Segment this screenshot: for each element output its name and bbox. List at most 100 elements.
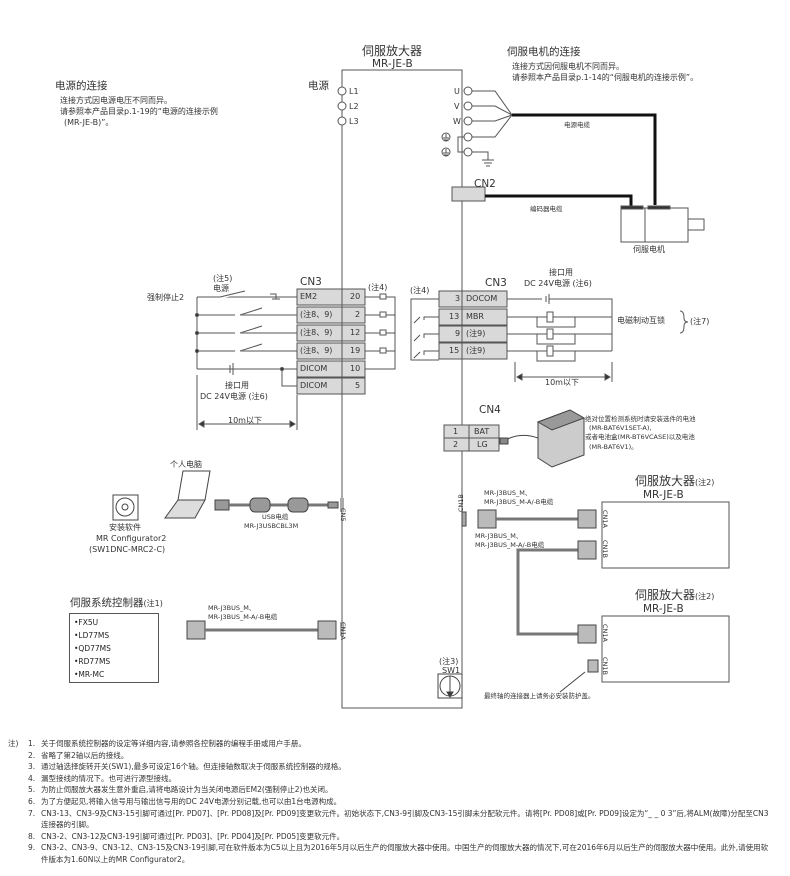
brake-interlock-label: 电磁制动互锁 [617, 316, 665, 325]
axis2-note: (注2) [695, 478, 715, 487]
terminal-u-label: U [454, 87, 460, 96]
axis2-cable-label: MR-J3BUS_M、 [484, 489, 532, 497]
cn4-pin: 2 [453, 440, 459, 449]
terminal-pe1 [463, 132, 473, 142]
cn5-port [340, 498, 344, 512]
usb-cable [214, 497, 339, 513]
footnote-num: 2. [28, 750, 36, 760]
axis3-cn1a-label: CN1A [601, 624, 609, 642]
laptop-icon [164, 470, 211, 519]
axis3-model: MR-JE-B [643, 603, 684, 615]
main-cn1b-label: CN1B [457, 494, 465, 512]
distance-right-label: 10m以下 [545, 378, 579, 387]
terminal-w [463, 116, 473, 126]
cn4-signal: BAT [474, 427, 490, 436]
amplifier-model: MR-JE-B [372, 58, 413, 70]
footnote: 5. 为防止伺服放大器发生意外重启,请将电路设计为当关闭电源后EM2(强制停止2)… [8, 784, 771, 796]
servo-motor-icon [620, 205, 705, 243]
cn1a-main-label: CN1A [339, 622, 347, 640]
terminal-l2 [337, 101, 347, 111]
cn3r-pin: 9 [455, 329, 461, 338]
battery-note: 绝对位置检测系统时请安装选件的电池 [585, 415, 696, 423]
terminal-u [463, 86, 473, 96]
cn3-signal: DICOM [300, 381, 328, 390]
cn2-connector [451, 186, 486, 202]
controller-cable-label: MR-J3BUS_M、 [208, 604, 256, 612]
motor-connection-heading: 伺服电机的连接 [507, 46, 581, 58]
axis2-cable-label: MR-J3BUS_M-A/-B电缆 [484, 498, 554, 506]
sw1-rotary-switch-icon [437, 673, 463, 699]
power-label: 电源 [308, 80, 329, 92]
software-label: 安装软件 [109, 523, 141, 532]
footnote-text: 为了方便起见,将输入信号用与输出信号用的DC 24V电源分别记载,也可以由1台电… [41, 796, 342, 806]
cn3r-pin: 13 [449, 312, 460, 321]
axis2-cn1a-label: CN1A [601, 510, 609, 528]
cn3-signal: (注8、9) [300, 328, 333, 337]
battery-icon [499, 409, 586, 468]
axis2-cable2-label: MR-J3BUS_M-A/-B电缆 [475, 541, 545, 549]
controller-heading: 伺服系统控制器(注1) [70, 597, 163, 609]
footnote-text: 为防止伺服放大器发生意外重启,请将电路设计为当关闭电源后EM2(强制停止2)也关… [41, 785, 333, 795]
cn3-signal: DICOM [300, 364, 328, 373]
cn3-power-label: 电源 [213, 284, 229, 293]
footnote-text: CN3-2、CN3-9、CN3-12、CN3-15及CN3-19引脚,可在软件版… [41, 843, 769, 864]
controller-item: •QD77MS [74, 644, 111, 653]
terminal-l2-label: L2 [349, 102, 359, 111]
ground-icon [441, 147, 451, 157]
pc-label: 个人电脑 [170, 460, 202, 469]
footnotes: 注)1.关于伺服系统控制器的设定等详细内容,请参照各控制器的编程手册或用户手册。… [8, 738, 771, 866]
terminal-w-label: W [453, 117, 461, 126]
end-cap-note: 最终轴的连接器上请务必安装防护盖。 [484, 692, 595, 700]
note4-left-label: (注4) [368, 283, 388, 292]
sw1-label: SW1 [442, 666, 461, 675]
axis2-title: 伺服放大器(注2) [635, 474, 715, 489]
footnote-text: CN3-2、CN3-12及CN3-19引脚可通过[Pr. PD03]、[Pr. … [41, 831, 345, 841]
encoder-cable-label: 编码器电缆 [530, 205, 563, 213]
footnote: 8.CN3-2、CN3-12及CN3-19引脚可通过[Pr. PD03]、[Pr… [8, 831, 771, 843]
footnote: 注)1.关于伺服系统控制器的设定等详细内容,请参照各控制器的编程手册或用户手册。 [8, 738, 771, 750]
footnote: 6.为了方便起见,将输入信号用与输出信号用的DC 24V电源分别记载,也可以由1… [8, 796, 771, 808]
power-line: (MR-JE-B)”。 [64, 118, 114, 127]
footnote-num: 4. [28, 773, 36, 783]
controller-item: •LD77MS [74, 631, 110, 640]
cn1b-cable [461, 509, 599, 673]
cn3-left-table [296, 288, 366, 395]
cn3-pin: 5 [355, 381, 361, 390]
axis3-amplifier-box [601, 615, 730, 683]
controller-item: •RD77MS [74, 657, 111, 666]
cn3-left-label: CN3 [300, 276, 322, 288]
encoder-cable [485, 194, 633, 207]
cn3-signal: (注8、9) [300, 310, 333, 319]
cn3r-signal: DOCOM [466, 294, 498, 303]
axis2-model: MR-JE-B [643, 489, 684, 501]
footnote: 9. CN3-2、CN3-9、CN3-12、CN3-15及CN3-19引脚,可在软… [8, 842, 771, 865]
cn3-pin: 19 [350, 346, 361, 355]
servo-motor-label: 伺服电机 [633, 245, 665, 254]
cn3r-signal: (注9) [466, 346, 486, 355]
power-cable-label: 电源电缆 [564, 121, 590, 129]
supply-label-left: 接口用 [225, 381, 249, 390]
footnote-num: 5. [28, 785, 36, 795]
ground-icon [441, 132, 451, 142]
terminal-pe2 [463, 147, 473, 157]
controller-note: (注1) [143, 599, 163, 608]
cd-icon [112, 494, 139, 521]
supply-label-right: 接口用 [549, 268, 573, 277]
forced-stop-label: 强制停止2 [147, 293, 185, 302]
controller-list: •FX5U •LD77MS •QD77MS •RD77MS •MR-MC [69, 613, 159, 683]
note4-right-label: (注4) [410, 286, 430, 295]
power-line: 请参照本产品目录p.1-19的“电源的连接示例 [60, 107, 218, 116]
cn3r-pin: 15 [449, 346, 460, 355]
footnote-text: 通过轴选择旋转开关(SW1),最多可设定16个轴。但连接轴数取决于伺服系统控制器… [41, 762, 346, 772]
terminal-v-label: V [454, 102, 460, 111]
power-heading: 电源的连接 [55, 80, 108, 92]
cn3-pin: 12 [350, 328, 361, 337]
motor-connection-line: 请参照本产品目录p.1-14的“伺服电机的连接示例”。 [512, 73, 699, 82]
terminal-l1-label: L1 [349, 87, 359, 96]
footnote-text: 省略了第2轴以后的接线。 [41, 750, 129, 760]
controller-item: •MR-MC [74, 670, 105, 679]
cn1a-port [340, 622, 344, 636]
motor-connection-line: 连接方式因伺服电机不同而异。 [512, 62, 624, 71]
footnote-num: 9. [28, 843, 36, 853]
